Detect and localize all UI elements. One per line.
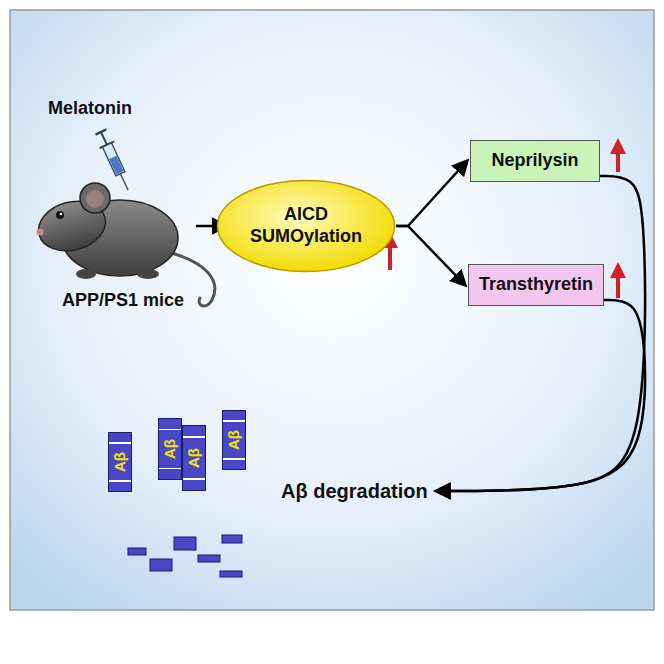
process-ellipse: AICD SUMOylation bbox=[216, 179, 396, 273]
flow-arrow bbox=[437, 176, 645, 491]
abeta-peptide: Aβ bbox=[108, 432, 132, 492]
process-box: Transthyretin bbox=[468, 264, 604, 306]
flow-arrow bbox=[396, 226, 465, 285]
increase-arrow bbox=[388, 240, 392, 270]
node-text: Transthyretin bbox=[479, 274, 593, 296]
increase-arrow bbox=[616, 146, 620, 172]
syringe-icon bbox=[94, 129, 136, 194]
abeta-peptide: Aβ bbox=[222, 410, 246, 470]
peptide-label: Aβ bbox=[185, 448, 203, 468]
abeta-fragments bbox=[128, 535, 242, 577]
peptide-label: Aβ bbox=[225, 430, 243, 450]
abeta-peptide: Aβ bbox=[182, 425, 206, 491]
node-text: AICD SUMOylation bbox=[246, 204, 366, 247]
outcome-node: Aβ degradation bbox=[278, 477, 431, 505]
abeta-peptide: Aβ bbox=[158, 418, 182, 480]
node-text: Neprilysin bbox=[491, 150, 578, 172]
figure-label: Melatonin bbox=[48, 98, 132, 119]
mouse-illustration bbox=[33, 183, 215, 306]
peptide-label: Aβ bbox=[111, 452, 129, 472]
figure-label: APP/PS1 mice bbox=[62, 290, 184, 311]
flow-arrow bbox=[396, 161, 467, 226]
increase-arrow bbox=[616, 270, 620, 298]
process-box: Neprilysin bbox=[470, 140, 600, 182]
flow-arrow bbox=[437, 300, 645, 491]
peptide-label: Aβ bbox=[161, 439, 179, 459]
node-text: Aβ degradation bbox=[281, 479, 428, 503]
panel-frame bbox=[10, 10, 654, 610]
